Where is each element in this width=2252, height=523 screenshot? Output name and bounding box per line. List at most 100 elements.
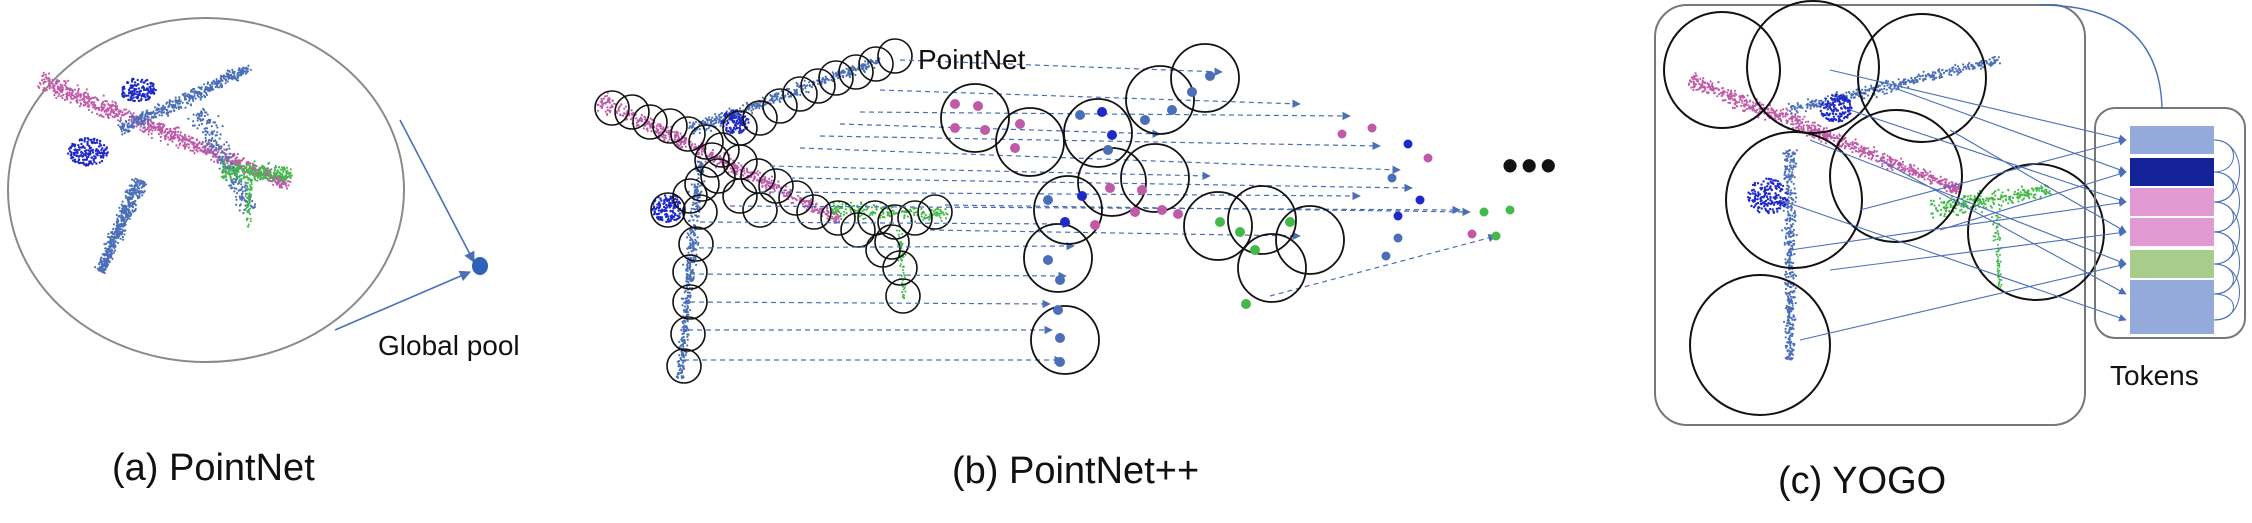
dashed-arrow [689,271,1067,281]
feature-point [1393,211,1403,221]
sampling-circle [704,132,740,168]
point-cluster [220,158,293,185]
sampling-circle [796,194,832,230]
group-circle [1063,98,1133,168]
sampling-circle [820,200,856,236]
point-cluster [1929,184,2052,219]
panel-pointnet [7,17,488,363]
point-cluster [93,177,147,275]
feature-point [1403,139,1413,149]
token-arrow [1899,89,2127,174]
token-attention-loops [2213,139,2240,321]
sampling-circles [594,38,953,384]
feature-point [1491,231,1501,241]
pointnet-boundary-ellipse [7,17,405,363]
point-cluster [66,137,110,167]
tokens-frame [2094,107,2246,339]
panel-pointnet-plus-plus [594,38,1515,384]
sampling-circle [742,192,778,228]
token-arrow [1789,199,2127,251]
feature-point [1097,107,1107,117]
token-light-blue [2130,126,2214,154]
attention-arc [2213,201,2240,265]
sampling-circle [865,232,901,268]
token-light-blue [2130,280,2214,308]
token-pink [2130,218,2214,246]
sampling-circle [670,316,706,352]
pointnet-plus-plus-caption: (b) PointNet++ [952,450,1200,492]
sampling-circle [778,180,814,216]
feature-point [1140,115,1150,125]
global-pool-label: Global pool [378,330,520,361]
sampling-circle [650,192,686,228]
feature-point [1053,305,1063,315]
sampling-circle [670,116,706,152]
attention-arc [2213,139,2234,173]
pointnet-caption: (a) PointNet [112,447,315,489]
group-circle [1030,305,1100,375]
level3-features [1479,205,1515,241]
sampling-circle [782,76,818,112]
feature-point [1077,191,1087,201]
group-circle [1275,205,1345,275]
dashed-arrow [789,177,1413,193]
airplane-point-cloud [37,64,293,275]
feature-point [1015,119,1025,129]
dashed-arrow [689,241,1075,251]
feature-point [1173,209,1183,219]
sampling-circle [917,194,953,230]
point-cluster [187,107,257,215]
point-cluster [1781,149,1798,361]
sampling-circle [722,110,758,146]
sampling-circle [858,46,894,82]
token-arrow [1799,261,2127,341]
group-circle [1120,143,1190,213]
feature-point [1055,275,1065,285]
sampling-circle [614,94,650,130]
feature-point [1241,299,1251,309]
token-arrow [1809,139,2127,266]
point-cluster [896,229,907,300]
dashed-arrow [759,191,1361,201]
feature-point [1167,105,1177,115]
group-circle [1183,191,1253,261]
group-circle [995,107,1065,177]
sampling-circle [672,254,708,290]
sampling-circle [632,104,668,140]
pool-arrow-top [399,119,475,263]
point-cluster [117,64,252,136]
token-green [2130,250,2214,278]
feature-point [1043,195,1053,205]
group-circle [1125,65,1195,135]
feature-point [1215,217,1225,227]
group-circle [1023,223,1093,293]
token-arrow [1949,129,2127,233]
token-arrow [1859,138,2127,211]
frame-to-tokens-connector [2039,4,2163,109]
grouping-arrows [684,59,1497,365]
yogo-panel-frame [1654,4,2086,426]
token-stack [2130,126,2214,334]
point-cluster [596,91,842,224]
feature-point [1415,195,1425,205]
dashed-arrow [1269,233,1497,297]
pool-arrow-bottom [334,270,472,331]
group-circle [1227,185,1297,255]
sampling-circle [742,100,778,136]
group-circle [1237,233,1307,303]
sampling-circle [762,88,798,124]
global-feature-dot [472,257,488,275]
sampling-circle [694,142,730,178]
attention-arc [2213,263,2234,295]
dashed-arrow [729,205,1461,215]
sampling-circle [818,60,854,96]
group-circle [1033,175,1103,245]
feature-point [1157,205,1167,215]
yogo-caption: (c) YOGO [1778,460,1947,502]
token-arrow [1829,229,2127,271]
feature-point [1090,220,1100,230]
feature-point [1103,145,1113,155]
sampling-circle [877,38,913,74]
group-circle [1746,0,1880,134]
